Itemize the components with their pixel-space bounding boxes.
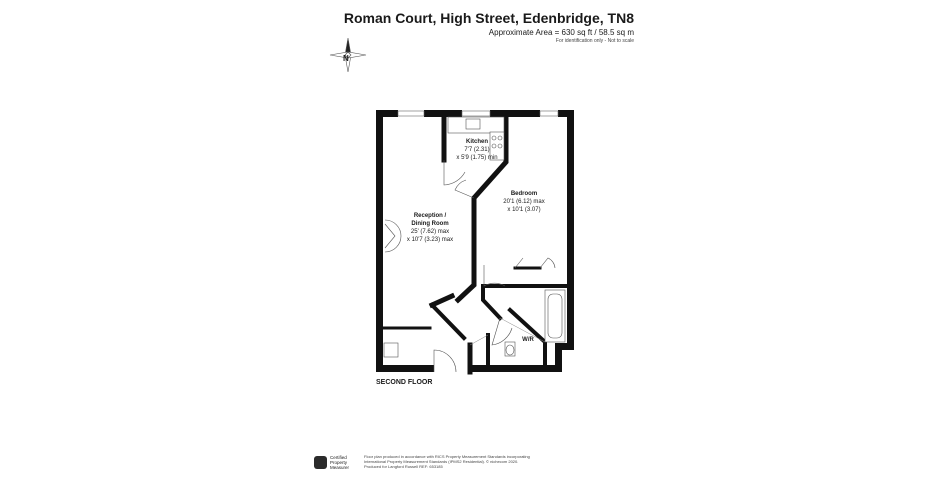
room-dim: x 10'1 (3.07) — [507, 207, 541, 213]
radiator-icon — [384, 219, 402, 253]
badge-line: Measurer — [330, 465, 350, 470]
compass-icon — [329, 37, 367, 73]
compass-label: N — [343, 54, 349, 63]
rics-badge-text: Certified Property Measurer — [330, 455, 354, 470]
room-dim: 7'7 (2.31) — [464, 147, 490, 153]
bathroom-fittings — [383, 289, 566, 358]
hall-lines — [469, 317, 546, 346]
outer-walls — [376, 110, 574, 372]
room-name: Bedroom — [510, 191, 538, 197]
room-wr: W/R — [518, 336, 538, 344]
room-dim: x 10'7 (3.23) max — [406, 237, 454, 243]
footer-text: Floor plan produced in accordance with R… — [364, 454, 564, 469]
footer-line: International Property Measurement Stand… — [364, 459, 519, 464]
room-dim: x 5'9 (1.75) min — [456, 155, 498, 161]
floor-label: SECOND FLOOR — [376, 379, 433, 386]
identification-note: For identification only - Not to scale — [555, 38, 634, 44]
badge-line: Property — [330, 460, 348, 465]
room-name: Reception / — [413, 213, 447, 219]
footer-line: Floor plan produced in accordance with R… — [364, 454, 530, 459]
room-reception: Reception / Dining Room 25' (7.62) max x… — [400, 212, 460, 244]
room-dim: 25' (7.62) max — [410, 229, 450, 235]
room-name: Kitchen — [465, 139, 488, 145]
kitchen-units — [447, 116, 505, 161]
approximate-area: Approximate Area = 630 sq ft / 58.5 sq m — [488, 28, 634, 37]
room-bedroom: Bedroom 20'1 (6.12) max x 10'1 (3.07) — [496, 190, 552, 214]
room-kitchen: Kitchen 7'7 (2.31) x 5'9 (1.75) min — [452, 138, 502, 162]
windows — [397, 110, 559, 117]
badge-line: Certified — [330, 455, 347, 460]
room-dim: 20'1 (6.12) max — [503, 199, 545, 205]
rics-badge-icon — [314, 456, 327, 469]
room-name-line2: Dining Room — [411, 221, 449, 227]
footer-line: Produced for Langford Russell REF: 65318… — [364, 464, 443, 469]
doors — [433, 160, 556, 373]
room-name: W/R — [522, 337, 534, 343]
header-title: Roman Court, High Street, Edenbridge, TN… — [343, 10, 634, 26]
